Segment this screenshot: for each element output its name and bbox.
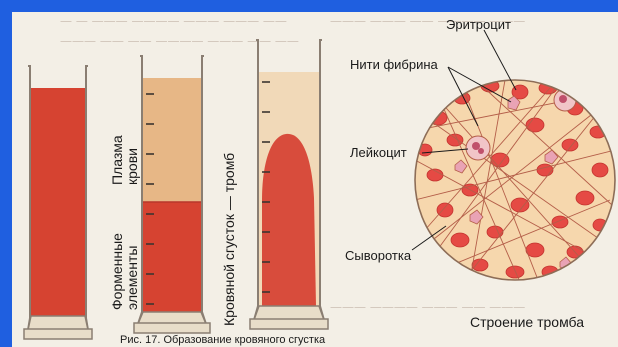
fibrin-label: Нити фибрина (350, 57, 438, 72)
leukocyte-label: Лейкоцит (350, 145, 407, 160)
formed-elements-label: Форменные элементы (110, 200, 140, 310)
clot-label: Кровяной сгусток — тромб (222, 136, 237, 326)
cylinder-separated (134, 56, 210, 333)
cylinder-whole-blood (24, 66, 92, 339)
thrombus-magnified-view (415, 80, 615, 285)
top-frame-bar (0, 0, 618, 12)
plasma-label: Плазма крови (110, 95, 140, 185)
cylinder-clot (250, 40, 328, 329)
formed-elements-layer (143, 202, 201, 312)
serum-label: Сыворотка (345, 248, 411, 263)
clot-shape (262, 134, 316, 306)
whole-blood-fill (31, 88, 85, 316)
left-frame-bar (0, 0, 12, 347)
erythrocyte-label: Эритроцит (446, 17, 511, 32)
figure-caption: Рис. 17. Образование кровяного сгустка (120, 334, 325, 346)
thrombus-caption: Строение тромба (470, 314, 584, 330)
